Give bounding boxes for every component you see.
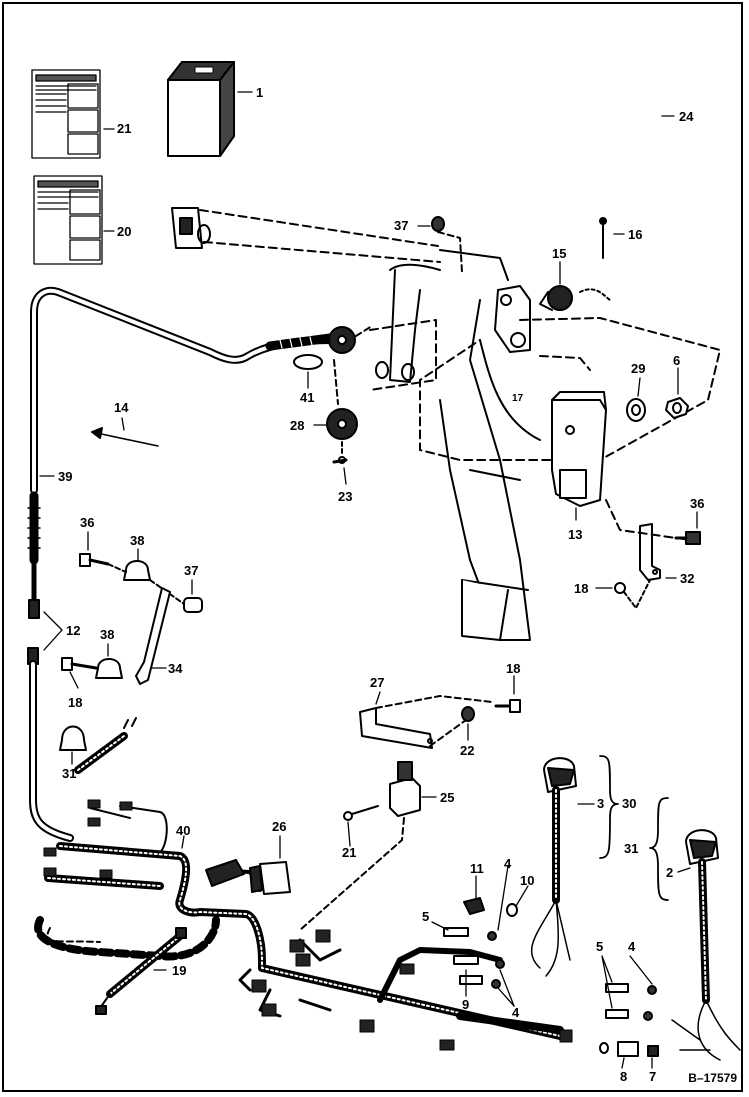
callout-29: 30: [622, 796, 637, 811]
part-knob-top: [328, 325, 373, 354]
callout-30: 31: [624, 841, 639, 856]
part-16-screw: [599, 217, 607, 259]
part-22-pin: [332, 441, 348, 464]
part-18-bolt-mid: [494, 699, 521, 713]
part-14-rod: [91, 427, 159, 447]
part-36-bolt-right: [674, 531, 701, 545]
callout-26: 27: [370, 675, 385, 690]
callout-4-b: 4: [628, 939, 636, 954]
callout-6: 6: [673, 353, 681, 368]
part-18-bolt-right: [614, 579, 651, 609]
callout-35: 34: [168, 661, 183, 676]
callout-17: 17: [512, 393, 524, 404]
part-1-box: [167, 61, 235, 157]
callout-32: 21: [117, 121, 132, 136]
callout-9: 9: [462, 997, 470, 1012]
leader-lines: [39, 91, 698, 1069]
callout-3: 3: [597, 796, 605, 811]
callout-38-bottom: 38: [100, 627, 115, 642]
part-spring-lower-left: [123, 717, 137, 729]
callout-36-right: 36: [690, 496, 705, 511]
part-25-connector: [249, 861, 291, 895]
callout-24: 25: [440, 790, 455, 805]
part-7-nut: [647, 1045, 659, 1057]
callout-5-a: 5: [422, 909, 430, 924]
part-12-cable-lower: [27, 647, 74, 842]
callout-25: 26: [272, 819, 287, 834]
callout-10: 10: [520, 873, 535, 888]
part-8-sleeve: [599, 1041, 639, 1057]
part-26-bracket: [359, 695, 493, 749]
part-20-screw: [343, 805, 379, 821]
part-34-bracket: [605, 499, 691, 581]
part-33-clamp: [59, 725, 87, 751]
callout-23: 24: [679, 109, 694, 124]
callout-21: 22: [460, 743, 475, 758]
part-24-switch: [299, 761, 421, 931]
callout-12: 12: [66, 623, 81, 638]
callout-16: 16: [628, 227, 643, 242]
part-19-harness: [95, 927, 187, 1015]
callout-28: 29: [631, 361, 646, 376]
callout-20: 21: [342, 845, 357, 860]
callout-33: 31: [62, 766, 77, 781]
part-connector-cluster: [205, 859, 245, 887]
part-40-harness: [34, 732, 573, 1051]
callout-2: 2: [666, 865, 674, 880]
part-4-nuts: [487, 931, 657, 1021]
part-37-nut-top: [431, 216, 463, 273]
decal-sheet-31: [33, 175, 103, 265]
part-41-ring: [293, 354, 323, 370]
callout-18-right: 18: [574, 581, 589, 596]
part-27-knob: [326, 359, 358, 440]
callout-18-left: 18: [68, 695, 83, 710]
brace-29: [599, 755, 619, 859]
part-3-switch: [530, 757, 577, 977]
part-35-bracket: [135, 587, 171, 685]
part-39-cable: [27, 286, 335, 619]
callout-41: 41: [300, 390, 315, 405]
part-36-bolt-left: [79, 553, 110, 567]
callout-4-c: 4: [512, 1005, 520, 1020]
callout-1: 1: [256, 85, 264, 100]
callout-34: 32: [680, 571, 695, 586]
callout-15: 15: [552, 246, 567, 261]
callout-37-top: 37: [394, 218, 409, 233]
drawing-code: B–17579: [688, 1071, 737, 1085]
brake-pedal-assembly: [171, 207, 721, 641]
callout-11: 11: [470, 861, 484, 876]
callout-5-b: 5: [596, 939, 604, 954]
callout-39: 39: [58, 469, 73, 484]
part-2-switch: [671, 829, 741, 1061]
part-13-bracket: [551, 391, 607, 507]
callout-40: 40: [176, 823, 191, 838]
brace-30: [649, 797, 669, 901]
part-11-clip: [463, 897, 485, 915]
callout-7: 7: [649, 1069, 657, 1084]
callout-31: 20: [117, 224, 132, 239]
callout-27: 28: [290, 418, 305, 433]
callout-36-left: 36: [80, 515, 95, 530]
part-15-knob: [539, 285, 611, 311]
part-21-nut: [461, 706, 475, 722]
callout-18-mid: 18: [506, 661, 521, 676]
callout-37-left: 37: [184, 563, 199, 578]
callout-22: 23: [338, 489, 353, 504]
callout-38-top: 38: [130, 533, 145, 548]
part-28-washer: [626, 398, 646, 422]
callout-14: 14: [114, 400, 129, 415]
part-6-nut: [665, 397, 689, 419]
part-38-clamp-top: [107, 560, 151, 581]
callout-13: 13: [568, 527, 583, 542]
decal-sheet-32: [31, 69, 101, 159]
part-18-bolt-left: [61, 657, 98, 671]
part-10-washer: [506, 903, 518, 917]
part-38-clamp-bottom: [95, 658, 123, 679]
callout-4-a: 4: [504, 856, 512, 871]
part-5-spacers: [443, 927, 629, 1019]
callout-19: 19: [172, 963, 187, 978]
callout-8: 8: [620, 1069, 628, 1084]
